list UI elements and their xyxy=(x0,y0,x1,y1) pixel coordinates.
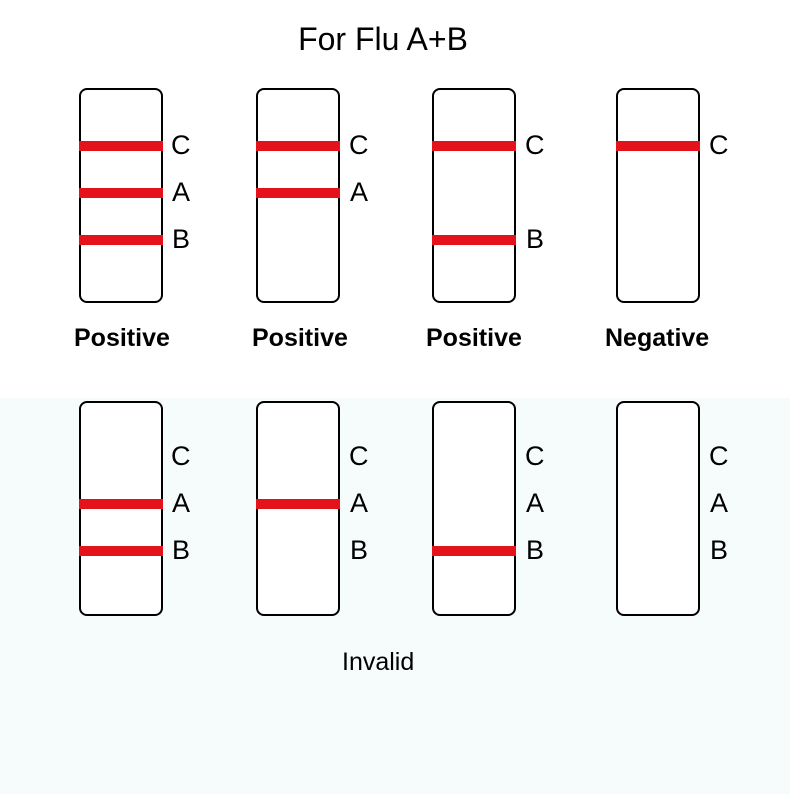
result-negative: Negative xyxy=(605,324,710,352)
label-a: A xyxy=(172,177,191,207)
label-a: A xyxy=(526,488,545,518)
control-line xyxy=(616,141,700,151)
control-line xyxy=(256,141,340,151)
label-b: B xyxy=(172,535,191,565)
label-c: C xyxy=(349,130,369,160)
flu-b-line xyxy=(79,235,163,245)
flu-a-line xyxy=(79,499,163,509)
label-c: C xyxy=(525,441,545,471)
flu-b-line xyxy=(432,546,516,556)
label-a: A xyxy=(350,488,369,518)
label-a: A xyxy=(350,177,369,207)
test-strip xyxy=(616,401,700,616)
control-line xyxy=(79,141,163,151)
test-strip xyxy=(432,401,516,616)
test-strip xyxy=(616,88,700,303)
result-positive: Positive xyxy=(74,324,170,352)
label-c: C xyxy=(525,130,545,160)
control-line xyxy=(432,141,516,151)
flu-a-line xyxy=(256,188,340,198)
label-b: B xyxy=(526,224,545,254)
label-b: B xyxy=(526,535,545,565)
test-strip xyxy=(432,88,516,303)
flu-a-line xyxy=(79,188,163,198)
label-b: B xyxy=(350,535,369,565)
flu-b-line xyxy=(432,235,516,245)
page-title: For Flu A+B xyxy=(298,21,468,57)
label-a: A xyxy=(172,488,191,518)
label-c: C xyxy=(171,130,191,160)
label-c: C xyxy=(709,130,729,160)
label-c: C xyxy=(709,441,729,471)
label-b: B xyxy=(710,535,729,565)
result-positive: Positive xyxy=(252,324,348,352)
label-b: B xyxy=(172,224,191,254)
flu-a-line xyxy=(256,499,340,509)
result-positive: Positive xyxy=(426,324,522,352)
label-c: C xyxy=(349,441,369,471)
flu-b-line xyxy=(79,546,163,556)
label-a: A xyxy=(710,488,729,518)
label-c: C xyxy=(171,441,191,471)
result-invalid: Invalid xyxy=(342,648,415,676)
